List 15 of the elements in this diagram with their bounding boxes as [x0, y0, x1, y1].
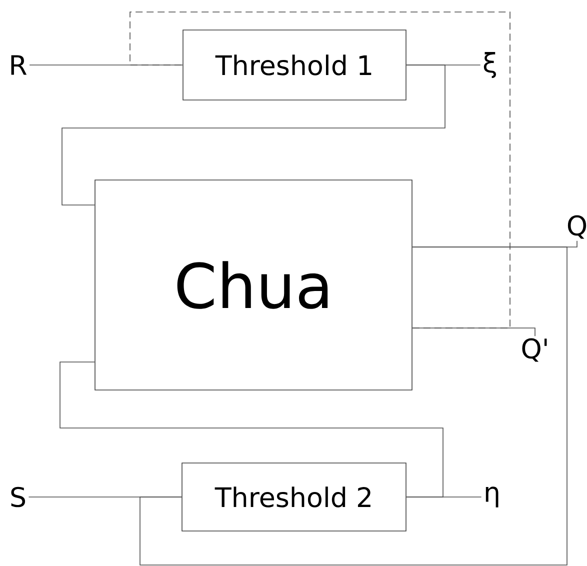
signal-label: R: [11, 55, 27, 75]
signal-label: η: [486, 486, 498, 508]
signal-label: Q: [568, 215, 586, 239]
signal-label: S: [11, 486, 26, 508]
connector-line: [29, 64, 183, 66]
connector-line: [62, 64, 446, 206]
block-box: Threshold 2: [182, 462, 406, 532]
signal-label: ξ: [484, 52, 496, 78]
signal-label: Q': [522, 338, 547, 362]
connector-line: [130, 12, 510, 328]
block-box: Chua: [94, 180, 412, 390]
connector-line: [60, 362, 444, 498]
connector-line: [28, 496, 182, 498]
connector-line: [140, 246, 568, 566]
block-box: Threshold 1: [182, 30, 406, 100]
